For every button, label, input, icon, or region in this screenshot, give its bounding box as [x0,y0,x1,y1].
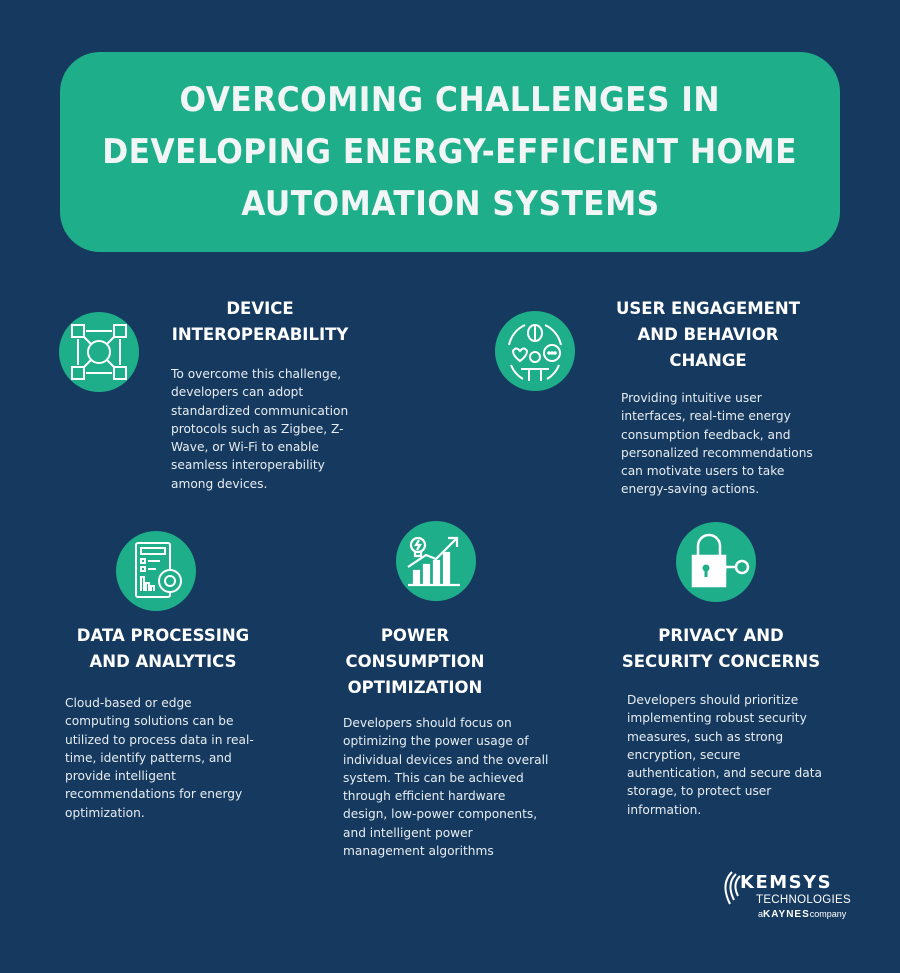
heading-line: POWER [380,626,450,645]
body-line: through efficient hardware [343,789,506,804]
tagline-brand: KAYNES [763,909,810,920]
heading-line: OPTIMIZATION [347,678,483,697]
body-line: optimizing the power usage of [343,734,529,749]
section-body: To overcome this challenge, developers c… [171,365,371,493]
body-line: energy-saving actions. [621,482,760,497]
body-line: developers can adopt [171,385,304,400]
body-line: To overcome this challenge, [171,367,342,381]
body-line: time, identify patterns, and [65,750,232,765]
heading-line: PRIVACY AND [658,626,784,645]
body-line: can motivate users to take [621,464,785,479]
body-line: provide intelligent [65,769,176,784]
body-line: recommendations for energy [65,787,243,802]
body-line: design, low-power components, [343,807,538,822]
body-line: standardized communication [171,403,349,418]
section-body: Providing intuitive user interfaces, rea… [621,389,841,499]
body-line: encryption, secure [627,747,741,762]
body-line: Developers should prioritize [627,693,799,707]
body-line: personalized recommendations [621,445,813,460]
heading-line: DEVICE [226,299,294,318]
heading-line: CHANGE [669,351,747,370]
section-body: Cloud-based or edge computing solutions … [65,694,285,822]
body-line: authentication, and secure data [627,766,822,781]
power-growth-chart-icon [396,521,476,601]
title-line: DEVELOPING ENERGY-EFFICIENT HOME [102,132,798,172]
body-line: seamless interoperability [171,458,325,473]
tagline-prefix: a [758,909,764,919]
section-body: Developers should focus on optimizing th… [343,714,573,860]
heading-line: CONSUMPTION [345,652,485,671]
body-line: Providing intuitive user [621,391,762,405]
lock-key-icon [676,522,756,602]
heading-line: SECURITY CONCERNS [621,652,821,671]
heading-line: INTEROPERABILITY [171,325,349,344]
body-line: interfaces, real-time energy [621,409,791,424]
body-line: optimization. [65,805,145,820]
section-body: Developers should prioritize implementin… [627,691,857,819]
body-line: Developers should focus on [343,716,512,730]
body-line: storage, to protect user [627,784,772,799]
body-line: consumption feedback, and [621,427,791,442]
section-heading: USER ENGAGEMENT AND BEHAVIOR CHANGE [600,296,816,374]
data-report-icon [116,531,196,611]
company-logo: KEMSYS TECHNOLOGIES aKAYNEScompany [718,870,858,925]
section-heading: DATA PROCESSING AND ANALYTICS [56,623,270,675]
logo-swoosh-icon [724,871,741,905]
body-line: measures, such as strong [627,729,784,744]
heading-line: USER ENGAGEMENT [616,299,800,318]
body-line: system. This can be achieved [343,770,524,785]
title-banner: OVERCOMING CHALLENGES IN DEVELOPING ENER… [60,52,840,252]
body-line: and intelligent power [343,825,473,840]
body-line: among devices. [171,476,268,491]
title-line: AUTOMATION SYSTEMS [240,184,660,224]
title-line: OVERCOMING CHALLENGES IN [179,80,721,120]
body-line: computing solutions can be [65,714,234,729]
body-line: implementing robust security [627,711,807,726]
section-heading: DEVICE INTEROPERABILITY [170,296,350,348]
heading-line: AND ANALYTICS [89,652,237,671]
tagline-suffix: company [809,909,847,919]
body-line: information. [627,802,702,817]
logo-subtitle: TECHNOLOGIES [756,894,851,906]
network-cubes-icon [59,312,139,392]
body-line: individual devices and the overall [343,752,549,767]
logo-brand: KEMSYS [740,872,833,893]
section-heading: PRIVACY AND SECURITY CONCERNS [608,623,834,675]
body-line: management algorithms [343,844,494,859]
heading-line: AND BEHAVIOR [637,325,779,344]
logo-tagline: aKAYNEScompany [758,909,846,920]
user-engagement-icon [495,311,575,391]
heading-line: DATA PROCESSING [76,626,250,645]
body-line: Cloud-based or edge [65,696,192,710]
section-heading: POWER CONSUMPTION OPTIMIZATION [335,623,495,701]
body-line: Wave, or Wi-Fi to enable [171,440,319,455]
body-line: utilized to process data in real- [65,732,254,747]
body-line: protocols such as Zigbee, Z- [171,421,344,436]
